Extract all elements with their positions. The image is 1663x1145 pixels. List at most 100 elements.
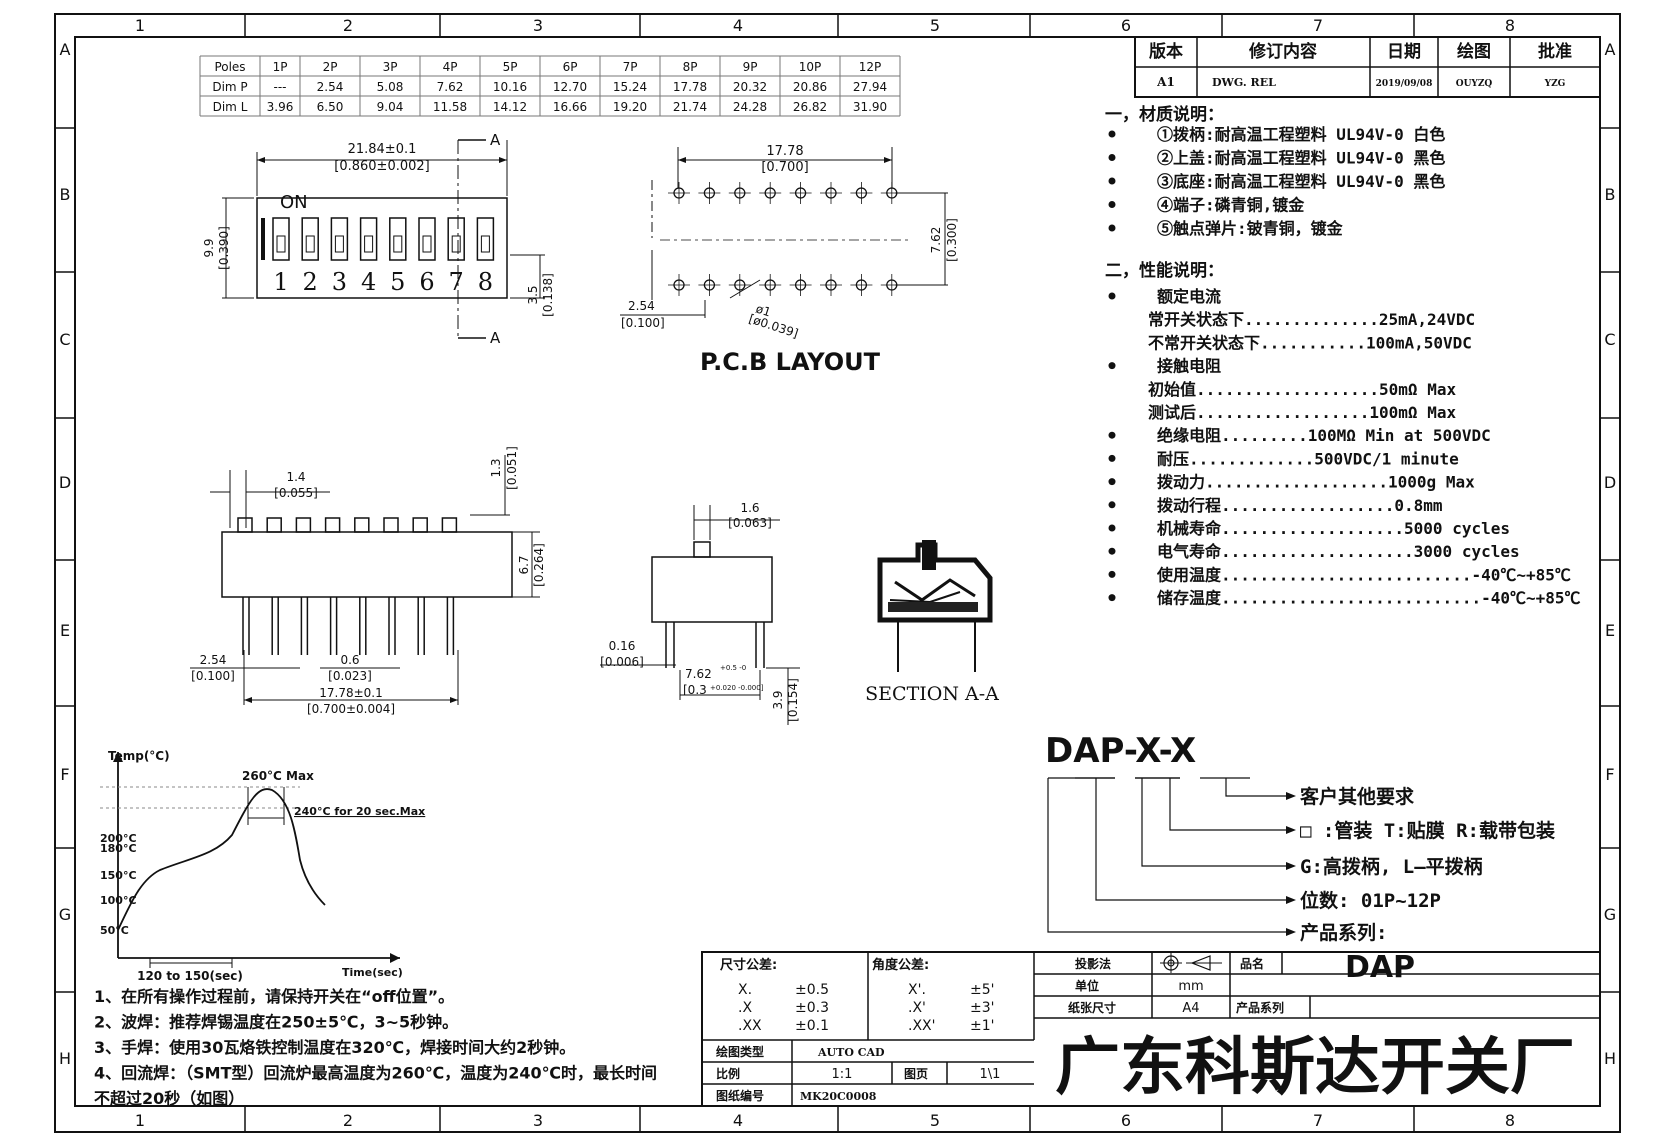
poles-table-cell: 21.74 <box>673 100 707 114</box>
product-name-label: 品名 <box>1240 956 1264 971</box>
switch-slot <box>272 217 290 261</box>
switch-slot <box>389 217 407 261</box>
performance-spec: 二，性能说明： 额定电流常开关状态下..............25mA,24V… <box>1105 260 1581 608</box>
company-name: 广东科斯达开关厂 <box>1055 1030 1575 1103</box>
rev-header-drawn: 绘图 <box>1457 41 1491 62</box>
bullet <box>1108 594 1116 602</box>
frame-col-top: 2 <box>343 16 353 35</box>
pcb-span-dim-in: [0.700] <box>761 160 808 175</box>
material-item: ④端子:磷青铜,镀金 <box>1157 196 1305 215</box>
part-code-arrow <box>1286 792 1296 800</box>
bullet <box>1108 292 1116 300</box>
part-code-label: □ :管装 T:贴膜 R:载带包装 <box>1300 819 1555 842</box>
switch-slot <box>418 217 436 261</box>
switch-knob <box>334 235 344 253</box>
poles-table-cell: 26.82 <box>793 100 827 114</box>
solder-y-axis: Temp(°C) <box>108 749 170 763</box>
switch-knob <box>276 235 286 253</box>
solder-duration: 120 to 150(sec) <box>137 969 243 983</box>
poles-table-cell: 5.08 <box>377 80 404 94</box>
top-height-dim-in: [0.390] <box>217 226 231 270</box>
solder-tick: 150°C <box>100 869 137 882</box>
section-label: SECTION A-A <box>865 683 999 705</box>
poles-table-cell: 9P <box>743 60 758 74</box>
part-code-title: DAP-X-X <box>1045 731 1196 771</box>
frame-row-right: A <box>1605 40 1616 59</box>
note-line: 1、在所有操作过程前，请保持开关在“off位置”。 <box>94 987 454 1006</box>
performance-line: 耐压.............500VDC/1 minute <box>1157 449 1459 468</box>
solder-x-axis: Time(sec) <box>342 966 403 979</box>
part-code-label: G:高拨柄, L—平拨柄 <box>1300 855 1483 878</box>
poles-table-cell: 3.96 <box>267 100 294 114</box>
poles-table-cell: 31.90 <box>853 100 887 114</box>
performance-line: 储存温度...........................-40℃~+85℃ <box>1156 589 1581 608</box>
frame-row-left: A <box>60 40 71 59</box>
rev-drawn: OUYZQ <box>1456 79 1493 89</box>
notes: 1、在所有操作过程前，请保持开关在“off位置”。 2、波焊：推荐焊锡温度在250… <box>94 987 657 1108</box>
frame-col-top: 7 <box>1313 16 1323 35</box>
poles-table-cell: 15.24 <box>613 80 647 94</box>
ang-tol-value: ±3' <box>970 1000 995 1016</box>
end-row-tol: +0.5 -0 <box>720 664 746 672</box>
frame-row-left: E <box>60 621 70 640</box>
frame-col-top: 8 <box>1505 16 1515 35</box>
bullet <box>1108 524 1116 532</box>
ang-tol-key: .XX' <box>908 1018 935 1034</box>
bullet <box>1108 454 1116 462</box>
switch-number: 3 <box>332 268 347 296</box>
frame-row-left: D <box>59 473 71 492</box>
part-code-arrow <box>1286 826 1296 834</box>
dim-tol-value: ±0.3 <box>795 1000 829 1016</box>
frame-col-top: 5 <box>930 16 940 35</box>
section-mark-bottom: A <box>490 329 501 347</box>
bullet <box>1108 201 1116 208</box>
dim-tol-key: X. <box>738 982 752 998</box>
frame-row-right: H <box>1604 1049 1616 1068</box>
note-line: 2、波焊：推荐焊锡温度在250±5℃，3~5秒钟。 <box>94 1013 458 1032</box>
performance-line: 电气寿命....................3000 cycles <box>1157 542 1520 561</box>
frame-col-top: 3 <box>533 16 543 35</box>
poles-table-cell: Dim P <box>212 80 247 94</box>
poles-table-cell: Dim L <box>213 100 248 114</box>
switch-knob <box>422 235 432 253</box>
part-code-leader <box>1225 778 1290 797</box>
pcb-hole-dim-in: [ø0.039] <box>747 312 800 341</box>
performance-line: 常开关状态下..............25mA,24VDC <box>1148 310 1475 329</box>
poles-table-cell: --- <box>274 80 287 94</box>
poles-table-cell: 6P <box>563 60 578 74</box>
switch-number: 1 <box>273 268 288 296</box>
side-actuator <box>441 517 458 533</box>
frame-col-bottom: 5 <box>930 1111 940 1130</box>
end-thk-dim: 0.16 <box>609 639 636 653</box>
frame-col-bottom: 2 <box>343 1111 353 1130</box>
bullet <box>1108 154 1116 161</box>
part-code-leader <box>1047 778 1290 933</box>
ang-tol-title: 角度公差: <box>872 957 929 973</box>
poles-table-cell: 4P <box>443 60 458 74</box>
switch-slot <box>476 217 495 261</box>
poles-table-cell: 7P <box>623 60 638 74</box>
performance-line: 不常开关状态下...........100mA,50VDC <box>1148 333 1472 352</box>
bullet <box>1108 478 1116 486</box>
rev-header-approved: 批准 <box>1538 41 1572 62</box>
frame-row-left: C <box>59 330 70 349</box>
poles-table-cell: 2.54 <box>317 80 344 94</box>
rev-content: DWG. REL <box>1212 76 1276 89</box>
side-actuator <box>295 517 312 533</box>
unit-label: 单位 <box>1075 978 1099 993</box>
frame-col-bottom: 7 <box>1313 1111 1323 1130</box>
side-pitch-dim-in: [0.100] <box>191 669 235 683</box>
side-actuator <box>383 517 399 533</box>
ang-tol-key: .X' <box>908 1000 926 1016</box>
frame-col-top: 1 <box>135 16 145 35</box>
end-thk-dim-in: [0.006] <box>600 655 644 669</box>
part-code-leader <box>1095 778 1290 901</box>
sheet-value: 1\1 <box>980 1067 1001 1082</box>
switch-number: 8 <box>478 268 493 296</box>
part-code-leader <box>1141 778 1290 867</box>
frame-col-bottom: 3 <box>533 1111 543 1130</box>
poles-table-cell: 16.66 <box>553 100 587 114</box>
product-name: DAP <box>1345 950 1415 985</box>
top-pitch-dim-in: [0.138] <box>541 273 555 317</box>
material-item: ③底座:耐高温工程塑料 UL94V-0 黑色 <box>1157 172 1445 191</box>
